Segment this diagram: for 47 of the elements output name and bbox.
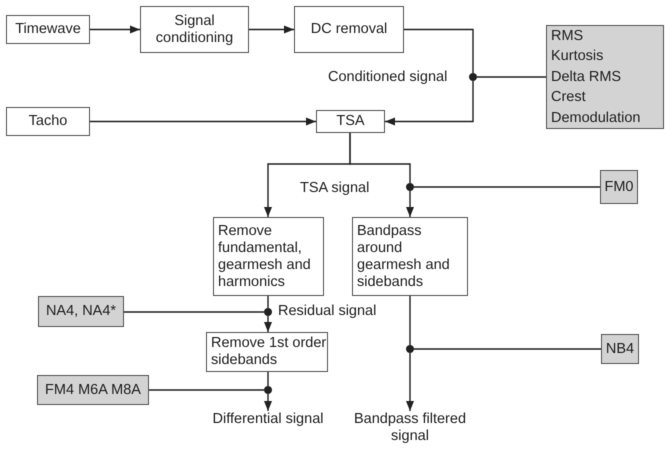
junction-dot (264, 386, 272, 394)
box-text: Demodulation (551, 108, 642, 128)
indicator-box (600, 170, 638, 204)
box-text: TSA (336, 113, 365, 130)
connector-arrow (406, 353, 414, 411)
process-box (294, 6, 404, 53)
junction-dot (469, 73, 477, 81)
junction-dot (406, 183, 414, 191)
connector-arrow (406, 191, 414, 217)
box-text: NA4, NA4* (46, 303, 116, 320)
connector-arrow (249, 26, 294, 34)
box-text: DC removal (310, 21, 388, 38)
connector-arrow (90, 118, 316, 126)
box-text: Signal conditioning (154, 12, 234, 46)
indicator-box (601, 334, 639, 364)
process-box (140, 6, 249, 53)
box-text: FM4 M6A M8A (45, 382, 141, 398)
process-box (316, 110, 385, 133)
box-text: Remove fundamental, gearmesh and harmonics (218, 222, 312, 290)
box-text: Delta RMS (551, 68, 622, 87)
process-box (213, 217, 324, 296)
process-box (6, 15, 90, 44)
box-text: Remove 1st order sidebands (211, 335, 327, 369)
box-text: NB4 (606, 340, 634, 358)
box-text: Timewave (15, 21, 81, 38)
signal-label: TSA signal (300, 180, 370, 197)
signal-label: Conditioned signal (328, 69, 448, 86)
indicator-box (37, 375, 149, 405)
junction-dot (264, 308, 272, 316)
box-text: Crest (551, 88, 587, 108)
output-label: Bandpass filtered signal (345, 411, 475, 447)
output-label: Differential signal (200, 411, 336, 429)
box-text: FM0 (604, 178, 634, 196)
box-text: Tacho (28, 113, 68, 130)
connector-arrow (264, 394, 272, 411)
process-box (352, 217, 468, 296)
signal-label: Residual signal (278, 303, 376, 320)
box-text: RMS (551, 26, 584, 46)
box-text: Kurtosis (551, 47, 604, 66)
box-text: Bandpass around gearmesh and sidebands (357, 222, 451, 290)
indicator-box (546, 25, 664, 129)
process-box (6, 107, 90, 136)
indicator-box (38, 296, 124, 327)
connector-arrow (385, 81, 474, 126)
connector-arrow (264, 316, 272, 332)
connector-arrow (90, 26, 140, 34)
junction-dot (406, 345, 414, 353)
